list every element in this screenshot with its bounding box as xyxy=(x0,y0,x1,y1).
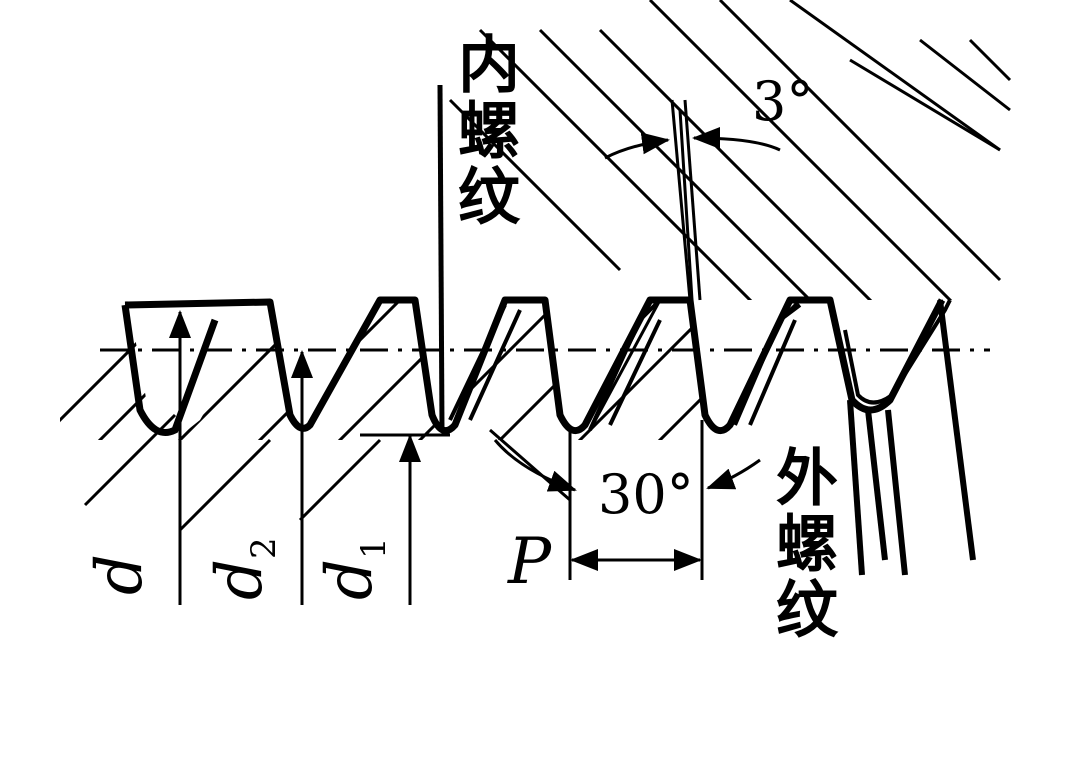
flank-angle-30 xyxy=(493,299,761,492)
minor-diameter-symbol: d xyxy=(313,559,387,600)
internal-thread-profile xyxy=(448,298,952,431)
external-thread-profile xyxy=(124,296,946,435)
diameter-dimensions xyxy=(169,310,450,605)
external-thread-left-root xyxy=(121,304,219,436)
major-diameter-symbol: d xyxy=(83,554,157,595)
angle-3-label: 3° xyxy=(752,70,814,133)
pitch-diameter-symbol: d xyxy=(203,559,277,600)
external-thread-label: 外螺纹 xyxy=(765,445,838,643)
minor-diameter-subscript: 1 xyxy=(353,537,394,560)
major-diameter-label: d xyxy=(83,554,157,595)
pitch-diameter-subscript: 2 xyxy=(243,537,284,560)
pitch-dimension xyxy=(568,420,704,580)
internal-thread-label: 内螺纹 xyxy=(447,32,520,230)
internal-thread-hatching xyxy=(448,0,1012,300)
flank-angle-3 xyxy=(604,99,781,301)
pitch-diameter-label: d2 xyxy=(203,537,284,600)
external-thread-edge-lines xyxy=(847,299,976,576)
angle-30-label: 30° xyxy=(598,463,694,526)
minor-diameter-label: d1 xyxy=(313,537,394,600)
internal-thread-leader xyxy=(437,84,445,431)
pitch-label: P xyxy=(508,525,552,599)
